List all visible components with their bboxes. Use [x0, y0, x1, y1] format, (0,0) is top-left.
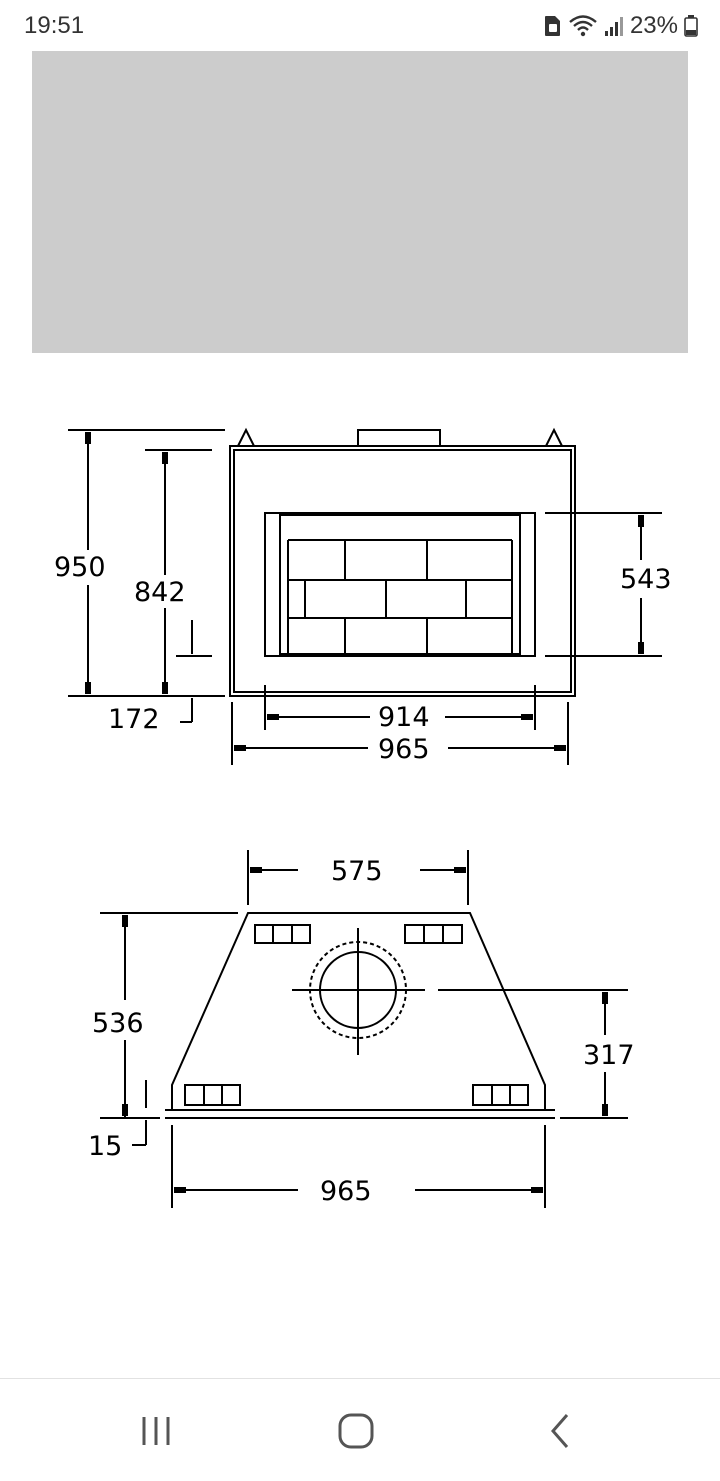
dim-536: 536	[92, 1008, 144, 1039]
signal-icon	[604, 17, 623, 36]
wifi-icon	[569, 15, 597, 37]
image-placeholder	[32, 51, 688, 353]
dim-15: 15	[88, 1131, 122, 1162]
dim-317: 317	[583, 1040, 635, 1071]
dim-172: 172	[108, 704, 160, 735]
dim-842: 842	[134, 577, 186, 608]
dim-543: 543	[620, 564, 672, 595]
home-button[interactable]	[316, 1401, 396, 1461]
back-button[interactable]	[520, 1401, 600, 1461]
dim-965-top: 965	[320, 1176, 372, 1207]
front-view	[68, 427, 662, 765]
fireplace-drawing: 950 842 172 543 914 965 575 536 317 15 9…	[54, 427, 672, 1208]
top-view	[100, 850, 628, 1208]
dim-965-front: 965	[378, 734, 430, 765]
dim-950: 950	[54, 552, 106, 583]
dim-914: 914	[378, 702, 430, 733]
sim-card-icon	[544, 16, 560, 36]
back-icon	[551, 1414, 569, 1448]
recents-button[interactable]	[116, 1401, 196, 1461]
status-time: 19:51	[24, 12, 85, 39]
status-bar: 19:51 23%	[0, 0, 720, 50]
dim-575: 575	[331, 856, 383, 887]
status-icons: 23%	[544, 12, 698, 40]
recents-icon	[142, 1417, 170, 1445]
battery-icon	[684, 15, 698, 37]
battery-percent: 23%	[629, 12, 678, 39]
home-icon	[338, 1413, 374, 1449]
navigation-bar	[0, 1378, 720, 1481]
